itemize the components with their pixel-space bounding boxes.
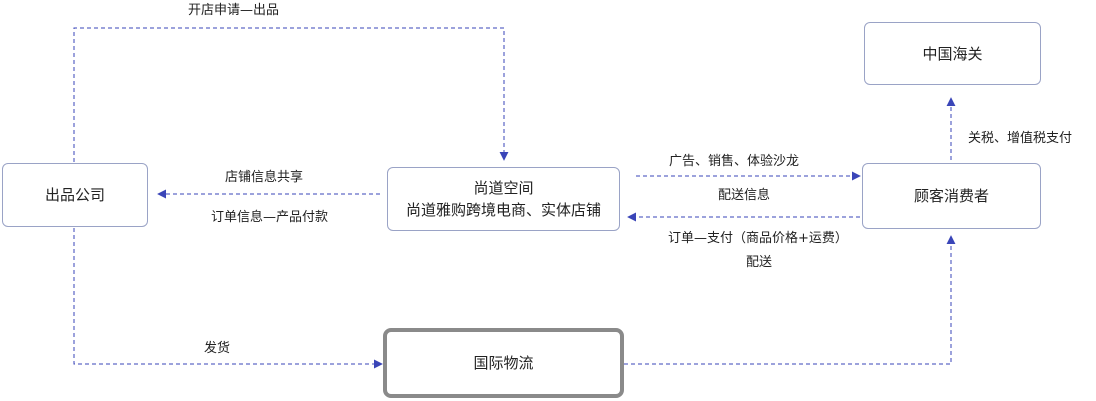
edge-apply-listing xyxy=(73,27,509,162)
label-delivery: 配送 xyxy=(746,255,773,270)
customs-node: 中国海关 xyxy=(864,22,1041,85)
edge-ship xyxy=(73,228,383,369)
consumer-label: 顾客消费者 xyxy=(913,187,989,205)
label-store-info-share: 店铺信息共享 xyxy=(225,170,304,185)
logistics-label: 国际物流 xyxy=(473,354,534,372)
consumer-node: 顾客消费者 xyxy=(862,163,1041,229)
label-order-pay-detail: 订单—支付（商品价格+运费） xyxy=(668,231,848,246)
label-ship: 发货 xyxy=(204,341,231,356)
platform-label-line1: 尚道空间 xyxy=(473,179,534,197)
label-tax-payment: 关税、增值税支付 xyxy=(968,131,1073,146)
publisher-node: 出品公司 xyxy=(2,163,148,227)
label-apply-listing: 开店申请—出品 xyxy=(188,3,280,18)
logistics-node: 国际物流 xyxy=(383,328,624,398)
customs-label: 中国海关 xyxy=(922,44,983,63)
label-order-payment: 订单信息—产品付款 xyxy=(211,210,329,225)
label-ads-sales: 广告、销售、体验沙龙 xyxy=(669,154,800,169)
platform-node: 尚道空间 尚道雅购跨境电商、实体店铺 xyxy=(387,167,620,231)
publisher-label: 出品公司 xyxy=(44,186,105,204)
edge-delivery xyxy=(624,235,956,365)
platform-label-line2: 尚道雅购跨境电商、实体店铺 xyxy=(405,201,601,219)
label-delivery-info: 配送信息 xyxy=(718,188,771,203)
